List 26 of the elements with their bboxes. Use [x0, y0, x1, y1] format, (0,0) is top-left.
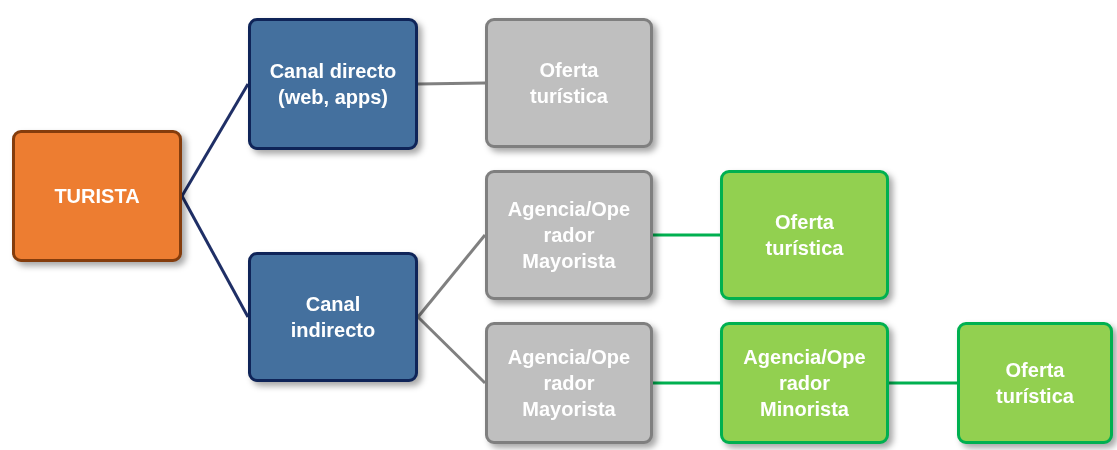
process-box	[248, 18, 418, 150]
process-box	[12, 130, 182, 262]
connector-line	[180, 195, 250, 318]
process-box	[720, 322, 889, 444]
process-box	[957, 322, 1113, 444]
box-label: Oferta turística	[529, 58, 609, 109]
box-label: Canal directo (web, apps)	[268, 59, 398, 110]
connector-line	[889, 381, 957, 385]
process-box	[485, 18, 653, 148]
process-box	[720, 170, 889, 300]
connector-line	[416, 315, 487, 385]
box-label: Oferta turística	[995, 358, 1075, 409]
connector-line	[653, 233, 720, 237]
box-label: Oferta turística	[764, 210, 845, 261]
box-label: Agencia/Operador Minorista	[742, 345, 867, 422]
process-box	[248, 252, 418, 382]
box-label: Agencia/Operador Mayorista	[506, 197, 632, 274]
process-box	[485, 170, 653, 300]
box-label: TURISTA	[53, 184, 141, 209]
process-box	[485, 322, 653, 444]
connector-line	[653, 381, 720, 385]
box-label: Agencia/Operador Mayorista	[506, 345, 632, 422]
connector-line	[180, 83, 250, 197]
connector-line	[416, 234, 487, 318]
connector-line	[417, 81, 486, 86]
box-label: Canal indirecto	[289, 292, 377, 343]
